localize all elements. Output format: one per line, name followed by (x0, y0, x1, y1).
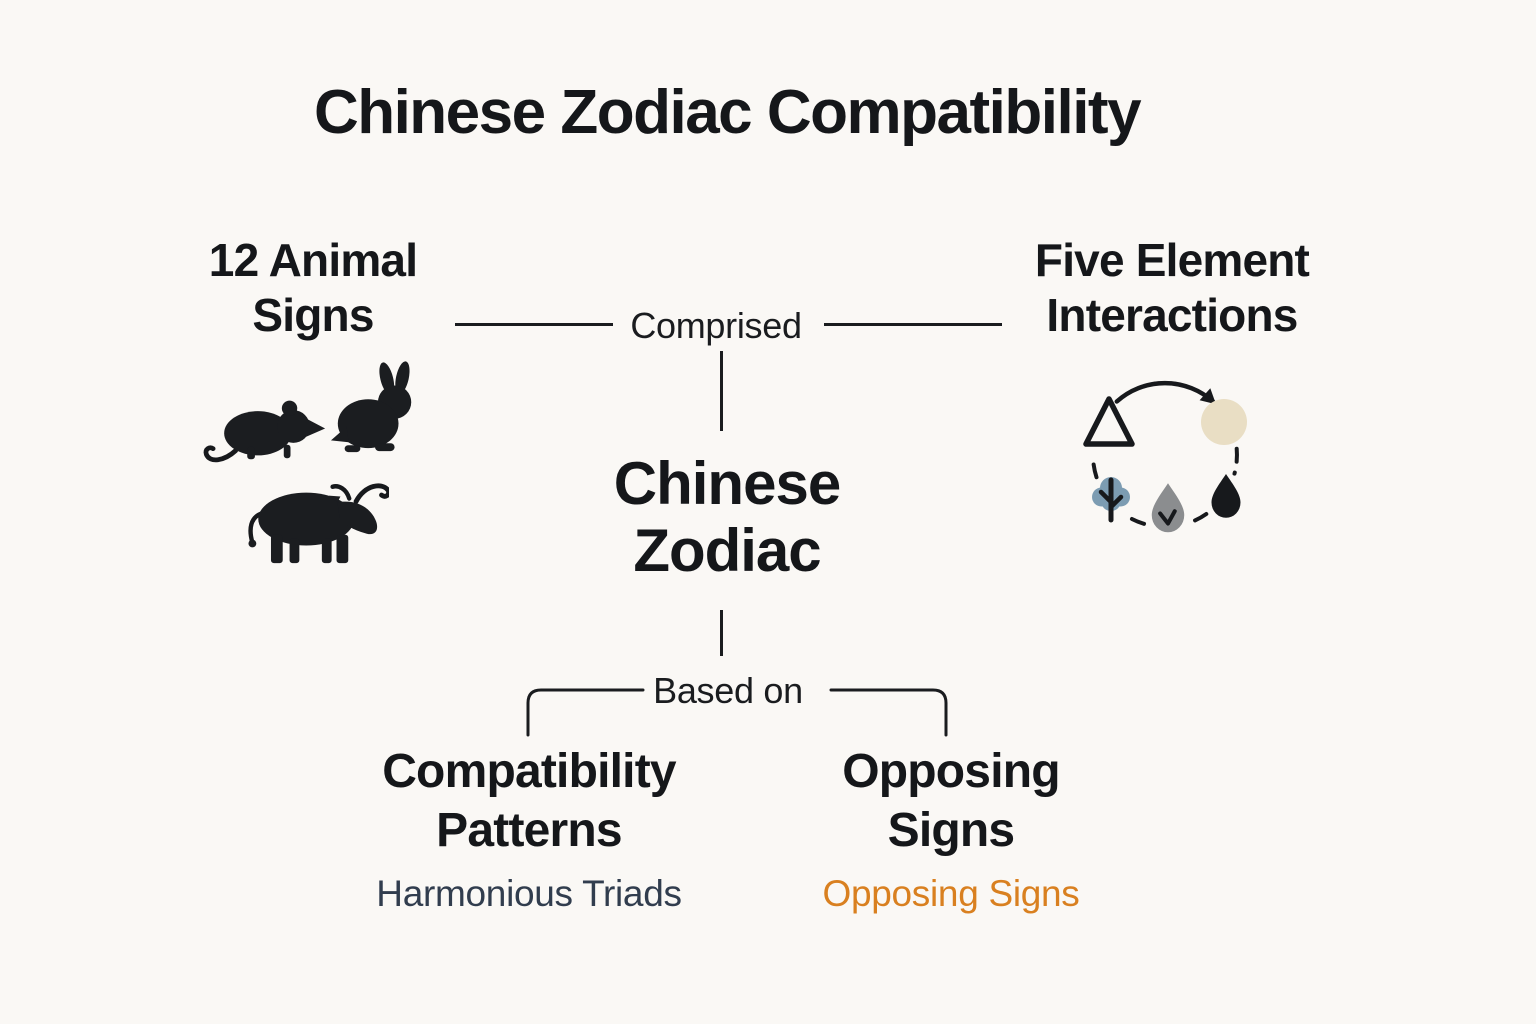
rabbit-tail (330, 426, 349, 443)
wood-tree-icon (1092, 477, 1130, 523)
rat-leg (283, 444, 291, 459)
comprised-line-left (455, 323, 613, 326)
node-compatibility-patterns: Compatibility Patterns (329, 742, 729, 860)
comprised-vertical-line (720, 351, 723, 431)
rat-snout (303, 416, 326, 439)
comprised-label-text: Comprised (630, 305, 802, 346)
cycle-arrow-head-icon (1199, 388, 1216, 405)
chinese-zodiac-label-line2: Zodiac (633, 517, 821, 585)
based-on-label: Based on (0, 669, 1456, 712)
opposing-signs-line2: Signs (887, 804, 1016, 858)
metal-drop-arrow (1158, 509, 1177, 526)
node-opposing-signs: Opposing Signs (751, 742, 1151, 860)
metal-drop-icon (1151, 483, 1185, 533)
rabbit-foot (375, 443, 395, 452)
opposing-signs-subtext: Opposing Signs (822, 873, 1080, 914)
rat-ear (281, 400, 298, 416)
cycle-dashed-arcs (1090, 446, 1239, 526)
five-elements-label-line1: Five Element (1034, 234, 1310, 286)
page-title: Chinese Zodiac Compatibility (0, 77, 1454, 148)
based-on-vertical-line (720, 610, 723, 656)
ox-silhouette-icon (248, 483, 389, 564)
rabbit-silhouette-icon (330, 361, 412, 453)
ox-leg (321, 538, 332, 564)
rat-leg (247, 446, 255, 460)
ox-leg (289, 538, 300, 564)
node-chinese-zodiac: Chinese Zodiac (0, 450, 1454, 584)
ox-body (258, 492, 355, 546)
rat-body (224, 411, 292, 456)
wood-tree-branch (1098, 489, 1114, 505)
compatibility-patterns-line1: Compatibility (382, 745, 676, 798)
five-element-cycle-icon (1083, 380, 1247, 533)
ox-horn (330, 484, 352, 501)
bracket-right-arm (829, 688, 948, 737)
opposing-signs-line1: Opposing (842, 745, 1060, 798)
cycle-arrow-arc (1114, 380, 1216, 404)
based-on-bracket (526, 688, 948, 737)
ox-leg (336, 534, 349, 564)
earth-circle-icon (1201, 399, 1247, 445)
rabbit-body (337, 399, 399, 449)
bracket-left-arm (526, 688, 645, 737)
ox-tail-tuft (248, 539, 257, 548)
rat-head (277, 410, 310, 443)
animal-signs-label-line1: 12 Animal (208, 234, 418, 286)
comprised-label: Comprised (516, 304, 916, 347)
comprised-line-right (824, 323, 1002, 326)
page-title-text: Chinese Zodiac Compatibility (313, 78, 1142, 147)
node-animal-signs: 12 Animal Signs (113, 233, 513, 343)
harmonious-triads-label: Harmonious Triads (329, 872, 729, 916)
animal-signs-label-line2: Signs (252, 289, 374, 342)
rabbit-foot (344, 445, 361, 453)
harmonious-triads-text: Harmonious Triads (376, 873, 682, 914)
rat-silhouette-icon (203, 400, 326, 463)
node-five-elements: Five Element Interactions (972, 233, 1372, 343)
ox-ear (328, 495, 341, 503)
compatibility-patterns-line2: Patterns (436, 804, 622, 858)
ox-head (337, 501, 378, 535)
fire-triangle-icon (1083, 396, 1135, 447)
rat-tail (203, 445, 239, 463)
ox-horn (353, 483, 389, 504)
water-drop-icon (1211, 474, 1241, 518)
opposing-signs-sublabel: Opposing Signs (751, 872, 1151, 916)
five-elements-label-line2: Interactions (1046, 289, 1298, 342)
wood-tree-branch (1108, 494, 1124, 510)
based-on-label-text: Based on (653, 670, 803, 711)
rabbit-ear (395, 361, 410, 394)
ox-leg (270, 534, 283, 564)
chinese-zodiac-label-line1: Chinese (613, 450, 841, 517)
